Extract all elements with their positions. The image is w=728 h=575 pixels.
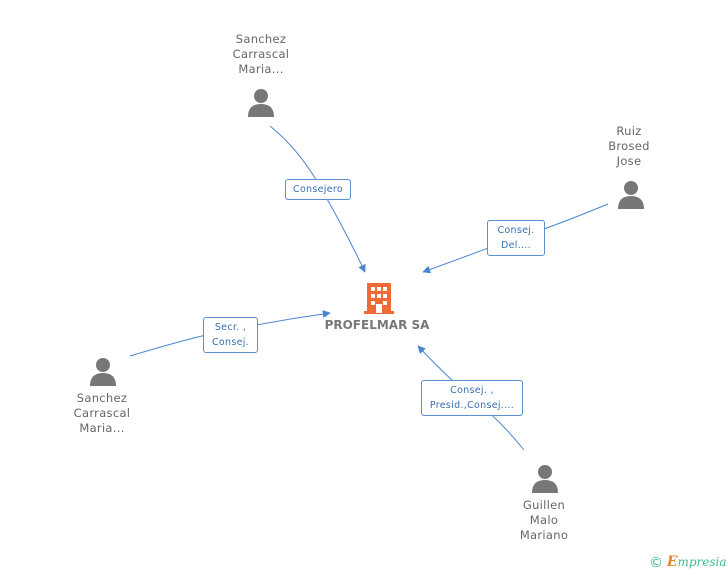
person-name-right[interactable]: Ruiz Brosed Jose <box>608 124 650 168</box>
building-icon[interactable] <box>364 281 394 315</box>
person-icon[interactable] <box>531 463 559 493</box>
brand-logo: Empresia <box>666 554 727 570</box>
relation-label-right[interactable]: Consej. Del.... <box>487 220 545 256</box>
relation-label-top[interactable]: Consejero <box>285 179 351 200</box>
relation-label-left[interactable]: Secr. , Consej. <box>203 317 258 353</box>
person-icon[interactable] <box>89 356 117 386</box>
relation-label-bottom[interactable]: Consej. , Presid.,Consej.... <box>421 380 523 416</box>
company-name[interactable]: PROFELMAR SA <box>324 318 430 332</box>
footer-brand: © Empresia <box>649 554 727 571</box>
person-name-bottom[interactable]: Guillen Malo Mariano <box>519 498 569 542</box>
copyright-icon: © <box>649 555 663 571</box>
person-name-top[interactable]: Sanchez Carrascal Maria... <box>232 32 290 76</box>
person-icon[interactable] <box>617 179 645 209</box>
person-name-left[interactable]: Sanchez Carrascal Maria... <box>73 391 131 435</box>
person-icon[interactable] <box>247 87 275 117</box>
